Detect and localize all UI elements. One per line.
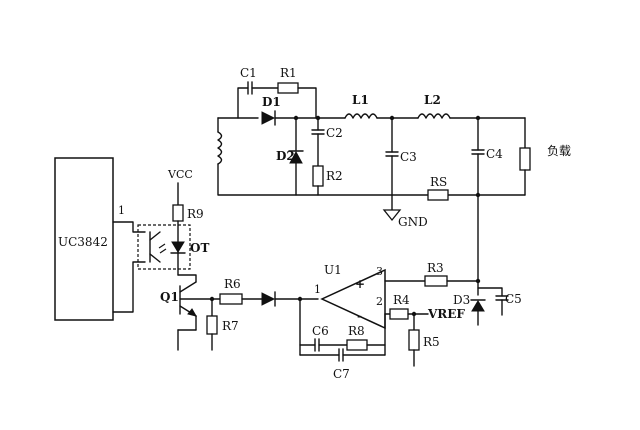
c4-label: C4 [486, 147, 503, 161]
r5-resistor [408, 329, 420, 351]
vref-label: VREF [427, 307, 465, 321]
vcc-label: VCC [167, 168, 193, 181]
r1-resistor [277, 82, 299, 94]
opto-emitter [149, 253, 161, 263]
l1-label: L1 [352, 93, 369, 107]
l1-inductor [344, 113, 378, 119]
c5-label: C5 [505, 292, 522, 306]
r7-label: R7 [222, 319, 239, 333]
gnd-label: GND [398, 215, 428, 229]
feedback-diode-icon [261, 292, 276, 306]
u1-pin2-label: 2 [376, 295, 383, 308]
u1-plus: + [355, 277, 365, 291]
r4-resistor [389, 308, 409, 320]
wire-pin1-opto [112, 221, 146, 233]
wire-chip-bottom-q1 [112, 261, 146, 313]
uc3842-pin1-label: 1 [118, 204, 125, 217]
c3-label: C3 [400, 150, 417, 164]
r6-resistor [219, 293, 243, 305]
d1-diode-icon [261, 111, 276, 125]
d3-label: D3 [453, 293, 470, 307]
r2-label: R2 [326, 169, 343, 183]
l2-label: L2 [424, 93, 441, 107]
opto-label: OT [190, 241, 209, 255]
r3-resistor [424, 275, 448, 287]
r8-label: R8 [348, 324, 365, 338]
u1-minus: - [357, 309, 362, 323]
u1-label: U1 [324, 263, 342, 277]
u1-pin3-label: 3 [376, 265, 383, 278]
uc3842-chip [54, 157, 114, 321]
r9-resistor [172, 204, 184, 222]
u1-pin1-label: 1 [314, 283, 321, 296]
r1-label: R1 [280, 66, 297, 80]
c2-label: C2 [326, 126, 343, 140]
gnd-icon [382, 209, 402, 222]
d3-diode-icon [471, 300, 485, 312]
d2-label: D2 [276, 149, 295, 163]
r8-resistor [346, 339, 368, 351]
r6-label: R6 [224, 277, 241, 291]
r2-resistor [312, 165, 324, 187]
r7-resistor [206, 315, 218, 335]
rs-resistor [427, 189, 449, 201]
uc3842-label: UC3842 [58, 235, 108, 249]
q1-collector [179, 281, 197, 293]
r9-label: R9 [187, 207, 204, 221]
rs-label: RS [430, 175, 447, 189]
c7-label: C7 [333, 367, 350, 381]
l2-inductor [417, 113, 451, 119]
q1-label: Q1 [160, 290, 179, 304]
load-resistor [519, 147, 531, 171]
c6-label: C6 [312, 324, 329, 338]
optocoupler-box [137, 224, 191, 270]
r4-label: R4 [393, 293, 410, 307]
opto-led-icon [171, 241, 185, 253]
r5-label: R5 [423, 335, 440, 349]
u1-opamp [320, 268, 386, 330]
d1-label: D1 [262, 95, 281, 109]
opto-collector [149, 231, 161, 241]
transformer-winding [217, 131, 223, 165]
load-label: 负载 [547, 144, 571, 158]
c1-label: C1 [240, 66, 257, 80]
r3-label: R3 [427, 261, 444, 275]
